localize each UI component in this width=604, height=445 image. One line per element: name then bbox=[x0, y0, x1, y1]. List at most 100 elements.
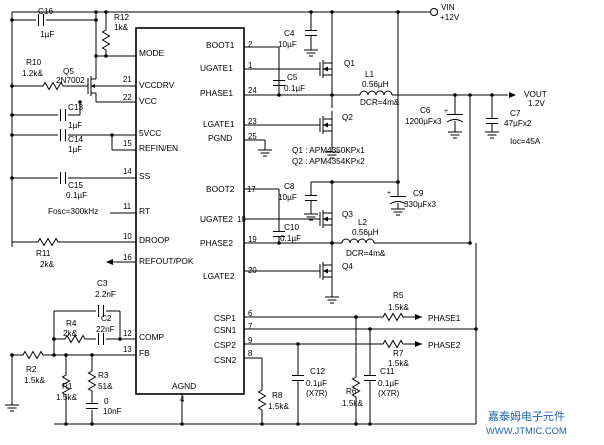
c13-ref: C13 bbox=[68, 103, 83, 112]
pin-6-number: 6 bbox=[248, 309, 252, 318]
c10-ref: C10 bbox=[284, 223, 299, 232]
c4-ref: C4 bbox=[284, 29, 295, 38]
c13-capacitor bbox=[60, 108, 66, 122]
c8-capacitor bbox=[304, 195, 318, 201]
c11-capacitor bbox=[363, 375, 377, 381]
l2-value: 0.56µH bbox=[352, 228, 379, 237]
q4-ref: Q4 bbox=[342, 262, 353, 271]
cap-10nf bbox=[85, 403, 99, 409]
q3-mosfet bbox=[311, 204, 333, 234]
pin-pgnd-label: PGND bbox=[208, 133, 232, 143]
r1-ref: R1 bbox=[62, 382, 73, 391]
q2-mosfet bbox=[311, 110, 333, 140]
pin-23-number: 23 bbox=[248, 117, 257, 126]
pin-vcc-label: VCC bbox=[139, 96, 157, 106]
c5-value: 0.1µF bbox=[284, 84, 305, 93]
pin-droop-label: DROOP bbox=[139, 235, 170, 245]
pin-ugate1-label: UGATE1 bbox=[200, 63, 233, 73]
r5-resistor bbox=[379, 313, 407, 321]
pin-ugate2-label: UGATE2 bbox=[200, 214, 233, 224]
ground-icon bbox=[4, 404, 20, 412]
r11-ref: R11 bbox=[36, 249, 51, 258]
c8-ref: C8 bbox=[284, 182, 295, 191]
r12-value: 1k& bbox=[114, 23, 129, 32]
r4-value: 2k& bbox=[63, 329, 78, 338]
pin-phase1-label: PHASE1 bbox=[200, 88, 233, 98]
pin-vccdrv-label: VCCDRV bbox=[139, 80, 175, 90]
r6-value: 1.5k& bbox=[342, 399, 363, 408]
l1-dcr: DCR=4m& bbox=[360, 98, 400, 107]
vin-value: +12V bbox=[440, 13, 460, 22]
pin-csn1-label: CSN1 bbox=[214, 325, 237, 335]
r5-ref: R5 bbox=[393, 291, 404, 300]
pin-21-number: 21 bbox=[123, 75, 132, 84]
r4-ref: R4 bbox=[66, 319, 77, 328]
c6-capacitor bbox=[443, 107, 464, 123]
c3-ref: C3 bbox=[97, 279, 108, 288]
q2-part-note: Q2 : APM4354KPx2 bbox=[292, 157, 365, 166]
cap-value: 10nF bbox=[103, 407, 122, 416]
l2-ref: L2 bbox=[358, 218, 368, 227]
controller-ic bbox=[135, 27, 245, 395]
pin-comp-label: COMP bbox=[139, 332, 165, 342]
c16-value: 1µF bbox=[40, 30, 54, 39]
r2-ref: R2 bbox=[26, 365, 37, 374]
c2-value: 22nF bbox=[96, 325, 115, 334]
c2-capacitor bbox=[98, 332, 104, 346]
c7-ref: C7 bbox=[510, 109, 521, 118]
pin-ss-label: SS bbox=[139, 171, 151, 181]
ground-icon bbox=[303, 49, 319, 57]
pin-5vcc-label: 5VCC bbox=[139, 128, 161, 138]
pin-lgate1-label: LGATE1 bbox=[203, 119, 235, 129]
pin-11-number: 11 bbox=[123, 202, 131, 211]
vout-label: VOUT bbox=[524, 90, 547, 99]
pin-13-number: 13 bbox=[123, 345, 132, 354]
c12-capacitor bbox=[291, 375, 305, 381]
l1-inductor bbox=[359, 90, 393, 96]
r10-value: 1.2k& bbox=[22, 69, 43, 78]
c16-ref: C16 bbox=[38, 7, 53, 16]
c5-ref: C5 bbox=[287, 73, 298, 82]
pin-25-number: 25 bbox=[248, 132, 257, 141]
pin-boot2-label: BOOT2 bbox=[206, 184, 235, 194]
c11-ref: C11 bbox=[380, 367, 395, 376]
right-wiring bbox=[244, 8, 516, 424]
c7-value: 47µFx2 bbox=[504, 119, 532, 128]
c2-ref: C2 bbox=[101, 314, 112, 323]
q1-mosfet bbox=[311, 54, 333, 84]
pin-lgate2-label: LGATE2 bbox=[203, 271, 235, 281]
c12-type: (X7R) bbox=[306, 389, 328, 398]
pin-1-number: 1 bbox=[248, 61, 252, 70]
c4-capacitor bbox=[304, 30, 318, 36]
pin-14-number: 14 bbox=[123, 167, 132, 176]
r11-value: 2k& bbox=[40, 260, 55, 269]
r3-resistor bbox=[88, 367, 96, 395]
r2-resistor bbox=[19, 351, 47, 359]
pin-22-number: 22 bbox=[123, 93, 132, 102]
c15-capacitor bbox=[60, 171, 66, 185]
phase2-net-label: PHASE2 bbox=[428, 341, 461, 350]
q5-ref: Q5 bbox=[63, 67, 74, 76]
c13-value: 1µF bbox=[68, 121, 82, 130]
pin-rt-label: RT bbox=[139, 206, 150, 216]
c6-value: 1200µFx3 bbox=[405, 117, 442, 126]
c15-value: 0.1µF bbox=[66, 191, 87, 200]
pin-phase2-label: PHASE2 bbox=[200, 238, 233, 248]
r10-ref: R10 bbox=[26, 58, 41, 67]
l2-inductor bbox=[341, 238, 375, 244]
q1-ref: Q1 bbox=[344, 59, 355, 68]
pin-7-number: 7 bbox=[248, 322, 252, 331]
r7-resistor bbox=[379, 340, 407, 348]
c4-value: 10µF bbox=[278, 40, 297, 49]
pin-csp1-label: CSP1 bbox=[214, 313, 236, 323]
pin-csp2-label: CSP2 bbox=[214, 340, 236, 350]
r7-value: 1.5k& bbox=[388, 359, 409, 368]
c11-value: 0.1µF bbox=[378, 379, 399, 388]
c9-ref: C9 bbox=[413, 189, 424, 198]
ground-icon bbox=[447, 131, 463, 139]
watermark-cn: 嘉泰姆电子元件 bbox=[488, 409, 565, 423]
pin-fb-label: FB bbox=[139, 348, 150, 358]
q2-ref: Q2 bbox=[342, 113, 353, 122]
r12-resistor bbox=[102, 26, 110, 54]
r2-value: 1.5k& bbox=[24, 376, 45, 385]
